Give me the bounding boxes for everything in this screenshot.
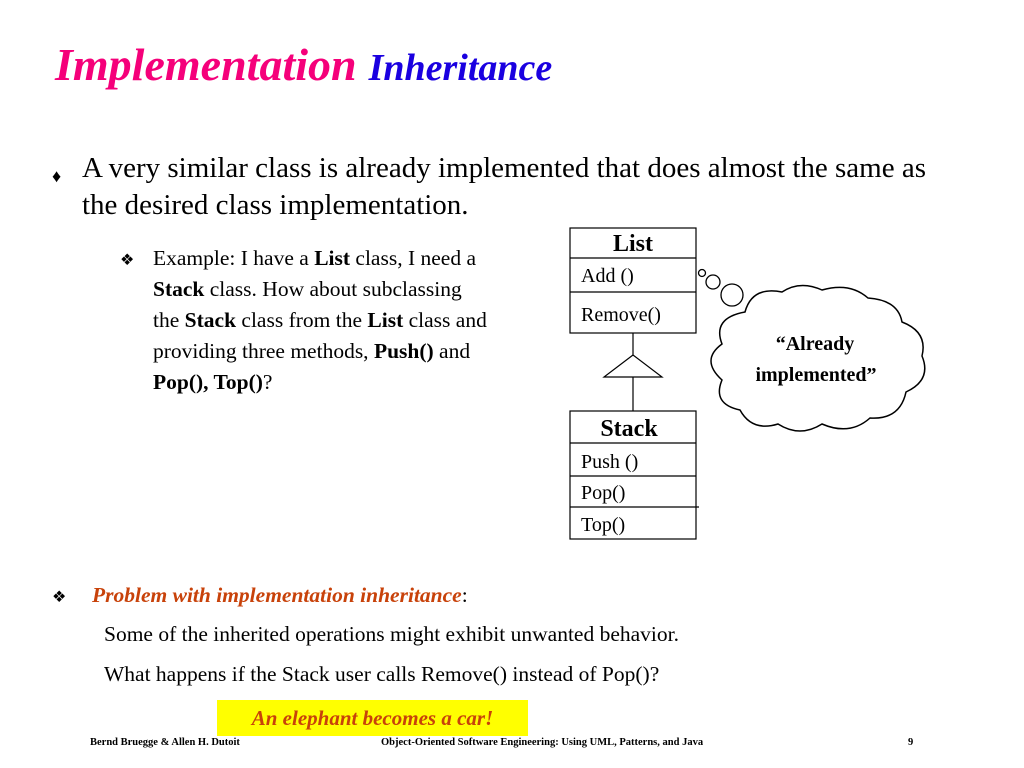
stack-method-push: Push () <box>581 451 638 473</box>
inheritance-arrow <box>602 333 664 411</box>
thought-cloud <box>710 284 926 432</box>
footer-page-number: 9 <box>908 737 914 748</box>
example-text-bold: Push() <box>373 339 434 363</box>
title-part-implementation: Implementation <box>55 39 357 90</box>
example-text-bold: List <box>314 246 351 270</box>
problem-heading-colon: : <box>461 583 468 607</box>
clover-bullet-icon: ❖ <box>52 589 67 606</box>
main-bullet-text: A very similar class is already implemen… <box>82 152 927 221</box>
problem-heading: Problem with implementation inheritance: <box>92 580 468 610</box>
thought-bubble: “Already implemented” <box>697 268 926 432</box>
problem-line-1: Some of the inherited operations might e… <box>104 622 679 646</box>
problem-heading-text: Problem with implementation inheritance <box>92 583 462 607</box>
diamond-bullet-icon: ♦ <box>52 166 62 186</box>
example-text: Example: I have a List class, I need a S… <box>153 243 493 398</box>
stack-class-name: Stack <box>600 416 658 442</box>
footer-authors: Bernd Bruegge & Allen H. Dutoit <box>90 737 240 748</box>
example-text-bold: Pop(), Top() <box>153 370 263 394</box>
example-text-part: class, I need a <box>350 246 476 270</box>
stack-class-box: Stack Push () Pop() Top() <box>569 410 699 540</box>
thought-dot-medium <box>705 274 721 290</box>
stack-method-pop: Pop() <box>581 482 625 504</box>
example-text-part: ? <box>262 370 273 394</box>
thought-dot-large <box>720 283 744 307</box>
list-method-add: Add () <box>581 265 634 287</box>
example-text-bold: Stack <box>184 308 237 332</box>
title-part-inheritance: Inheritance <box>368 47 553 89</box>
example-text-bold: Stack <box>153 277 205 301</box>
problem-line-2: What happens if the Stack user calls Rem… <box>104 662 660 686</box>
example-text-bold: List <box>367 308 404 332</box>
example-text-part: Example: I have a <box>153 246 315 270</box>
example-text-part: and <box>433 339 471 363</box>
list-class-name: List <box>613 231 653 257</box>
slide-title: Implementation Inheritance <box>55 38 552 91</box>
elephant-callout: An elephant becomes a car! <box>217 700 528 736</box>
example-text-part: class. How about subclassing the <box>153 277 462 332</box>
thought-text-line1: “Already <box>776 333 855 355</box>
thought-text-line2: implemented” <box>755 364 876 386</box>
example-text-part: class and providing three methods, <box>153 308 487 363</box>
footer-book-title: Object-Oriented Software Engineering: Us… <box>381 737 704 748</box>
list-method-remove: Remove() <box>581 304 661 326</box>
list-class-box: List Add () Remove() <box>569 227 697 334</box>
example-text-part: class from the <box>236 308 368 332</box>
clover-bullet-icon: ❖ <box>120 252 135 269</box>
stack-method-top: Top() <box>581 514 625 536</box>
thought-dot-small <box>697 268 707 278</box>
